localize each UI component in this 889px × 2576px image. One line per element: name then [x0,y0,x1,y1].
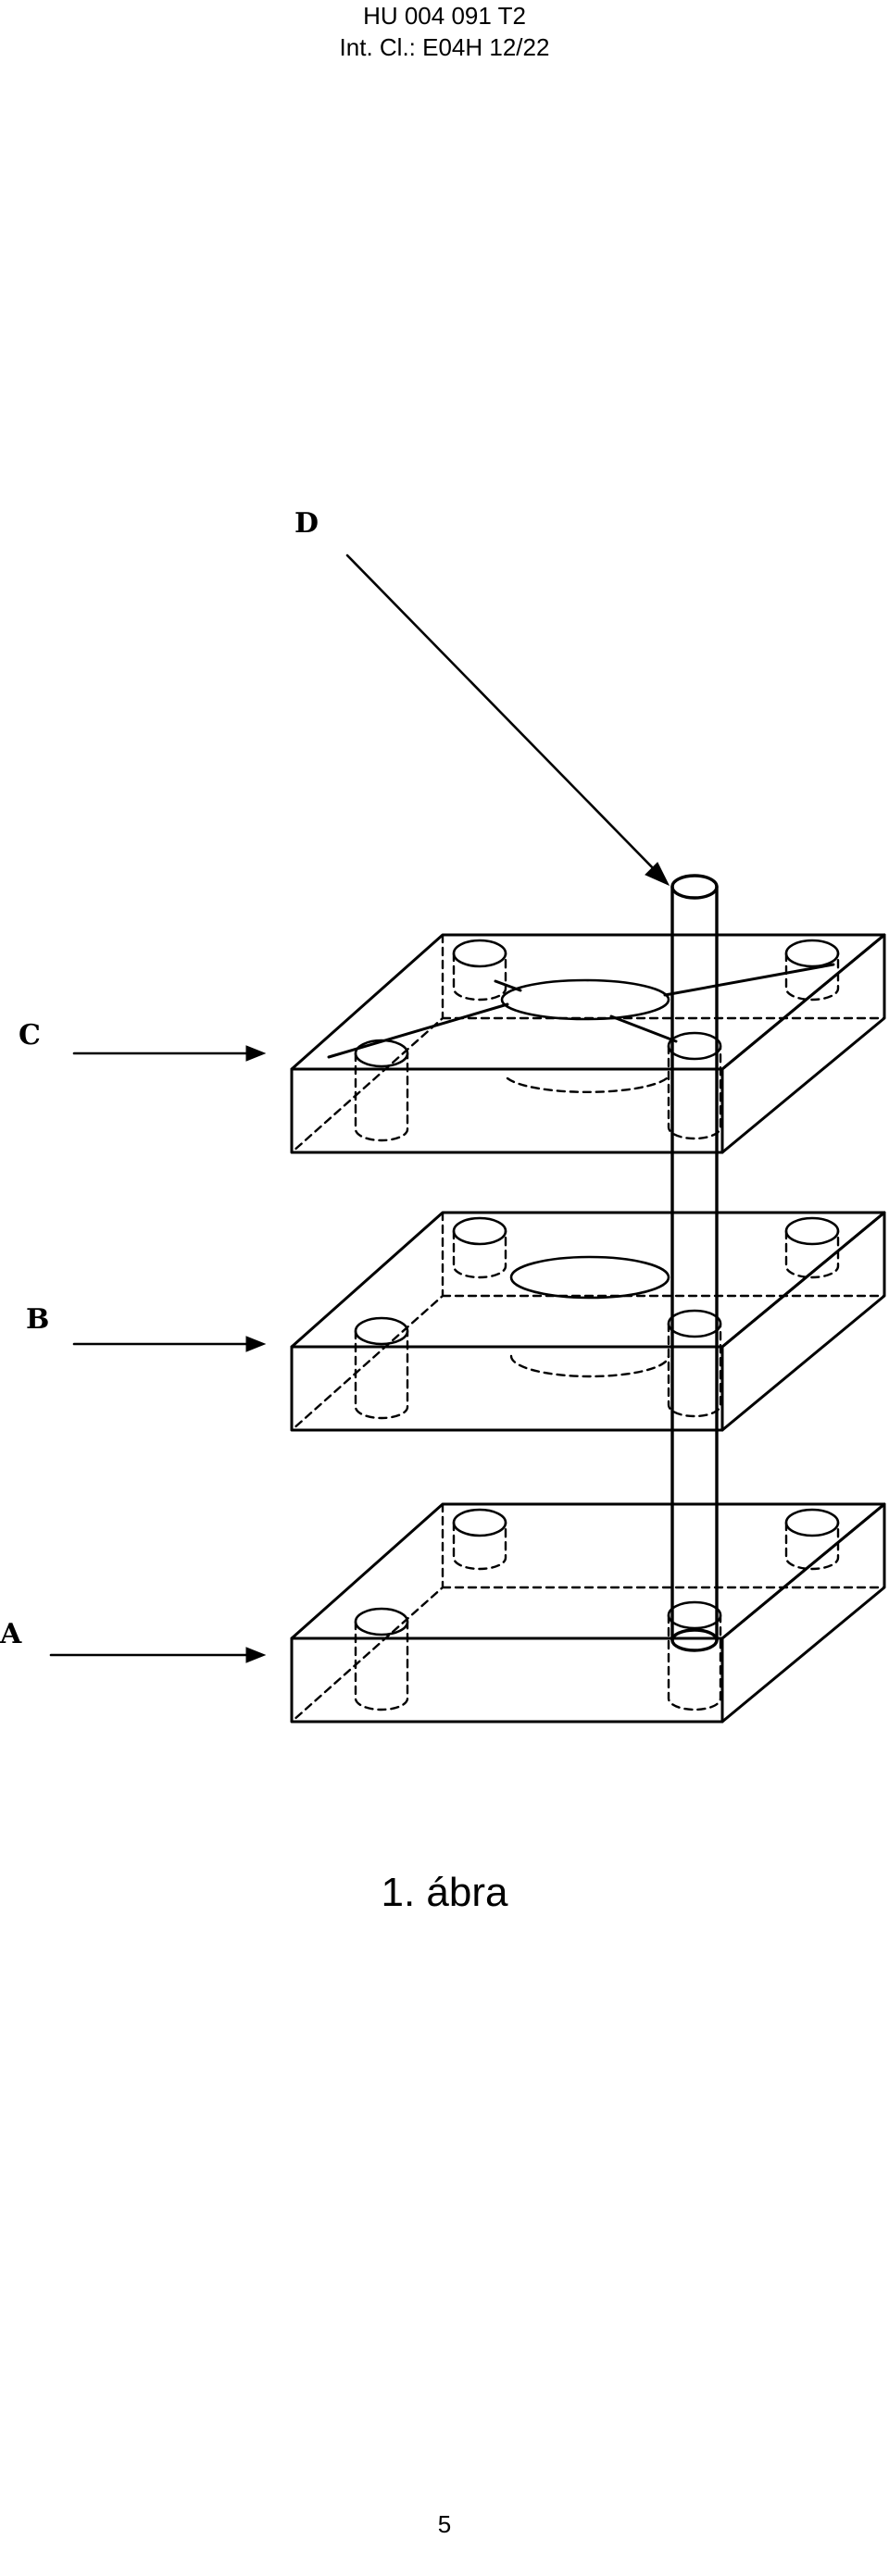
plate-a-top-face [290,1502,886,1640]
document-number: HU 004 091 T2 [363,2,526,30]
plate-b-center-hole [509,1255,670,1300]
plate-b [290,1211,886,1432]
plate-b-top-face [290,1211,886,1349]
rod-d [670,874,719,1652]
arrow-b [72,1336,267,1352]
patent-figure: D C B A [0,463,889,1759]
plate-c-hidden-edges [290,933,886,1154]
label-d: D [294,507,319,540]
rod-d-top [670,874,719,900]
rod-d-bottom [670,1628,719,1652]
plate-c-diagonal-right [663,963,835,997]
page-number: 5 [437,2510,452,2538]
plate-c-diagonal-lower-right [609,1014,678,1043]
plate-b-side-face [720,1211,886,1432]
plate-c-center-hole-bottom [506,1076,669,1093]
plate-c-top-face [290,933,886,1071]
figure-drawing: D C B A [0,507,886,1724]
plate-a-corner-holes [354,1508,840,1711]
figure-caption: 1. ábra [381,1870,508,1915]
plate-a-hidden-edges [290,1502,886,1724]
label-b: B [26,1303,49,1336]
plate-b-corner-holes [354,1216,840,1420]
arrow-c [72,1045,267,1062]
arrow-a [49,1647,267,1663]
page-header: HU 004 091 T2 Int. Cl.: E04H 12/22 [0,0,889,63]
arrow-d [345,554,670,887]
plate-c-center-hole [500,978,670,1021]
plate-c [290,933,886,1154]
plate-a [290,1502,886,1724]
classification: Int. Cl.: E04H 12/22 [339,33,550,61]
plate-a-side-face [720,1502,886,1724]
plate-c-side-face [720,933,886,1154]
label-a: A [0,1618,22,1650]
plate-b-hidden-edges [290,1211,886,1432]
label-c: C [19,1019,41,1052]
plate-c-corner-holes [354,939,840,1142]
plate-b-center-hole-bottom [509,1354,670,1378]
